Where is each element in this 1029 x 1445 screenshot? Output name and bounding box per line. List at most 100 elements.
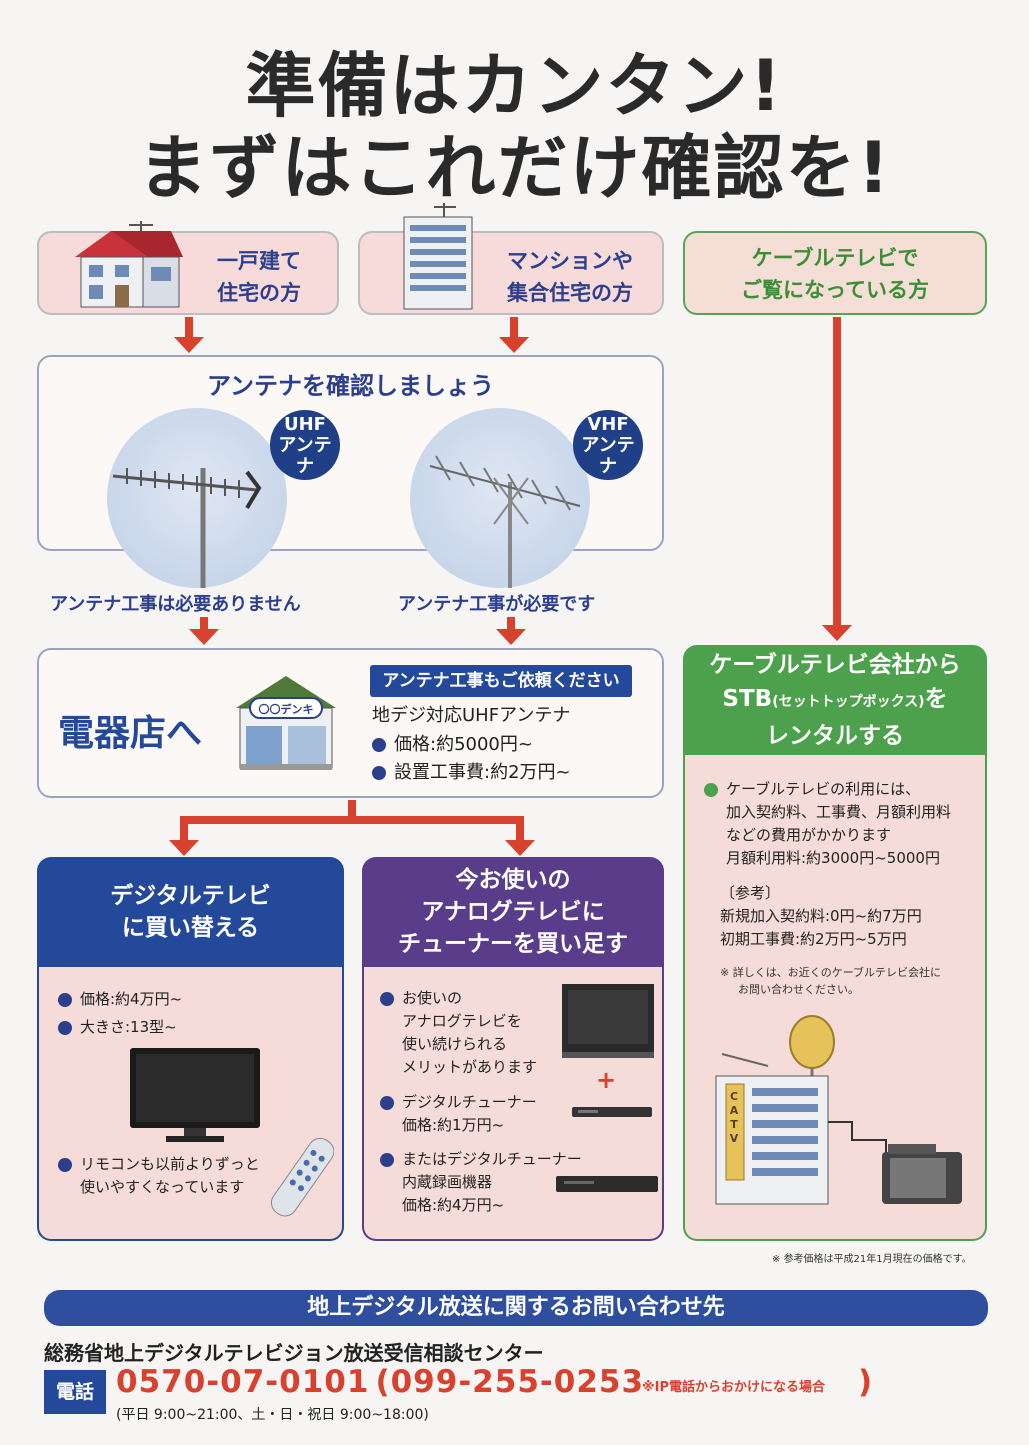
digital-tv-banner: デジタルテレビ に買い替える xyxy=(37,857,344,967)
cable-reference: 〔参考〕 新規加入契約料:0円~約7万円 初期工事費:約2万円~5万円 xyxy=(720,882,980,951)
tuner-benefit-3: 使い続けられる xyxy=(402,1035,508,1053)
consultation-center: 総務省地上デジタルテレビジョン放送受信相談センター xyxy=(44,1341,544,1365)
arrow-shaft xyxy=(180,816,524,824)
reference-note: ※ 参考価格は平成21年1月現在の価格です。 xyxy=(772,1254,972,1265)
cable-ref-head: 〔参考〕 xyxy=(720,884,781,902)
arrow-down-icon xyxy=(174,337,204,353)
page-title-line1: 準備はカンタン! xyxy=(245,45,784,127)
electronics-store-icon xyxy=(226,672,346,772)
bullet-icon xyxy=(380,1095,394,1110)
tuner-benefit-2: アナログテレビを xyxy=(402,1012,522,1030)
store-install: 設置工事費:約2万円~ xyxy=(394,762,571,783)
phone-main[interactable]: 0570-07-0101 xyxy=(116,1364,370,1400)
store-label: 電器店へ xyxy=(58,713,203,754)
remote-note: リモコンも以前よりずっと 使いやすくなっています xyxy=(58,1153,278,1199)
arrow-shaft xyxy=(200,617,208,631)
digital-tv-price-row: 価格:約4万円~ xyxy=(58,988,182,1011)
house-label-1: 一戸建て xyxy=(217,249,301,273)
uhf-badge-line2: アンテナ xyxy=(278,434,332,477)
arrow-down-icon xyxy=(496,629,526,645)
mansion-box: マンションや 集合住宅の方 xyxy=(358,203,664,315)
bullet-icon xyxy=(704,782,718,797)
cable-ref-1: 新規加入契約料:0円~約7万円 xyxy=(720,907,922,925)
tuner-title-2: アナログテレビに xyxy=(421,899,605,925)
uhf-antenna-image xyxy=(107,408,287,588)
catv-sign: CATV xyxy=(729,1090,739,1145)
cable-cost-1: ケーブルテレビの利用には、 xyxy=(726,780,921,798)
arrow-shaft xyxy=(185,317,193,339)
remote-control-icon xyxy=(268,1128,335,1224)
arrow-shaft xyxy=(507,617,515,631)
apartment-building-icon xyxy=(400,203,478,311)
arrow-shaft xyxy=(348,800,356,822)
vhf-badge: VHF アンテナ xyxy=(573,410,643,480)
digital-tv-size-row: 大きさ:13型~ xyxy=(58,1016,177,1039)
bullet-icon xyxy=(380,1152,394,1167)
tuner-recorder: またはデジタルチューナー 内蔵録画機器 価格:約4万円~ xyxy=(380,1148,610,1217)
tel-label: 電話 xyxy=(44,1370,106,1414)
cable-label-1: ケーブルテレビで xyxy=(751,246,919,270)
cable-note-1: ※ 詳しくは、お近くのケーブルテレビ会社に xyxy=(720,966,942,979)
arrow-down-icon xyxy=(505,840,535,856)
business-hours: (平日 9:00~21:00、土・日・祝日 9:00~18:00) xyxy=(116,1407,429,1423)
arrow-shaft xyxy=(180,816,188,842)
remote-note-line1: リモコンも以前よりずっと xyxy=(80,1155,260,1173)
cable-title-3: レンタルする xyxy=(766,722,904,749)
cable-title-2: STB(セットトップボックス)を xyxy=(683,682,987,719)
bullet-icon xyxy=(58,1020,72,1035)
tuner-digital: デジタルチューナー 価格:約1万円~ xyxy=(380,1091,580,1137)
tuner-benefit-4: メリットがあります xyxy=(402,1058,538,1076)
cable-box: ケーブルテレビで ご覧になっている方 xyxy=(683,231,987,315)
arrow-down-icon xyxy=(822,625,852,641)
cable-cost-4: 月額利用料:約3000円~5000円 xyxy=(726,849,940,867)
tuner-recorder-2: 内蔵録画機器 xyxy=(402,1173,493,1191)
digital-tv-price: 価格:約4万円~ xyxy=(80,990,183,1008)
arrow-down-icon xyxy=(189,629,219,645)
arrow-down-icon xyxy=(499,337,529,353)
store-price: 価格:約5000円~ xyxy=(394,734,533,755)
vhf-note: アンテナ工事が必要です xyxy=(398,594,596,615)
bullet-icon xyxy=(58,1157,72,1172)
bullet-icon xyxy=(380,991,394,1006)
contact-bar: 地上デジタル放送に関するお問い合わせ先 xyxy=(44,1290,988,1326)
cable-ref-2: 初期工事費:約2万円~5万円 xyxy=(720,930,907,948)
uhf-badge: UHF アンテナ xyxy=(270,410,340,480)
phone-close: ) xyxy=(858,1364,874,1400)
tuner-digital-2: 価格:約1万円~ xyxy=(402,1116,505,1134)
digital-tv-title-2: に買い替える xyxy=(121,915,260,941)
cable-title-stb-note: (セットトップボックス) xyxy=(772,693,925,710)
cable-contact-note: ※ 詳しくは、お近くのケーブルテレビ会社に お問い合わせください。 xyxy=(720,964,982,998)
tuner-recorder-3: 価格:約4万円~ xyxy=(402,1196,505,1214)
vhf-badge-line1: VHF xyxy=(587,413,629,435)
mansion-label-2: 集合住宅の方 xyxy=(507,281,633,305)
arrow-down-icon xyxy=(169,840,199,856)
uhf-badge-line1: UHF xyxy=(284,413,326,435)
bullet-icon xyxy=(58,992,72,1007)
remote-note-line2: 使いやすくなっています xyxy=(80,1178,245,1196)
tuner-recorder-1: またはデジタルチューナー xyxy=(402,1150,582,1168)
vhf-antenna-image xyxy=(410,408,590,588)
store-price-row: 価格:約5000円~ xyxy=(372,731,533,759)
phone-alt[interactable]: (099-255-0253 xyxy=(375,1364,645,1400)
shop-sign: 〇〇デンキ xyxy=(258,703,314,716)
tuner-benefit-1: お使いの xyxy=(402,989,463,1007)
tuner-benefit: お使いの アナログテレビを 使い続けられる メリットがあります xyxy=(380,987,560,1079)
cable-cost-2: 加入契約料、工事費、月額利用料 xyxy=(726,803,952,821)
store-install-row: 設置工事費:約2万円~ xyxy=(372,759,571,787)
recorder-icon xyxy=(556,1174,658,1194)
antenna-heading: アンテナを確認しましょう xyxy=(206,372,495,400)
cable-banner: ケーブルテレビ会社から STB(セットトップボックス)を レンタルする xyxy=(683,645,987,755)
house-icon xyxy=(71,219,187,311)
flat-tv-icon xyxy=(128,1046,262,1146)
digital-tv-size: 大きさ:13型~ xyxy=(80,1018,177,1036)
cable-cost-3: などの費用がかかります xyxy=(726,826,892,844)
uhf-note: アンテナ工事は必要ありません xyxy=(50,594,301,615)
antenna-work-tag: アンテナ工事もご依頼ください xyxy=(370,665,632,697)
tuner-banner: 今お使いの アナログテレビに チューナーを買い足す xyxy=(362,857,664,967)
vhf-badge-line2: アンテナ xyxy=(581,434,635,477)
mansion-label-1: マンションや xyxy=(507,249,633,273)
analog-tv-icon xyxy=(560,982,656,1058)
store-product: 地デジ対応UHFアンテナ xyxy=(372,705,571,726)
cable-title-tail: を xyxy=(924,685,948,712)
digital-tuner-icon xyxy=(572,1104,652,1118)
